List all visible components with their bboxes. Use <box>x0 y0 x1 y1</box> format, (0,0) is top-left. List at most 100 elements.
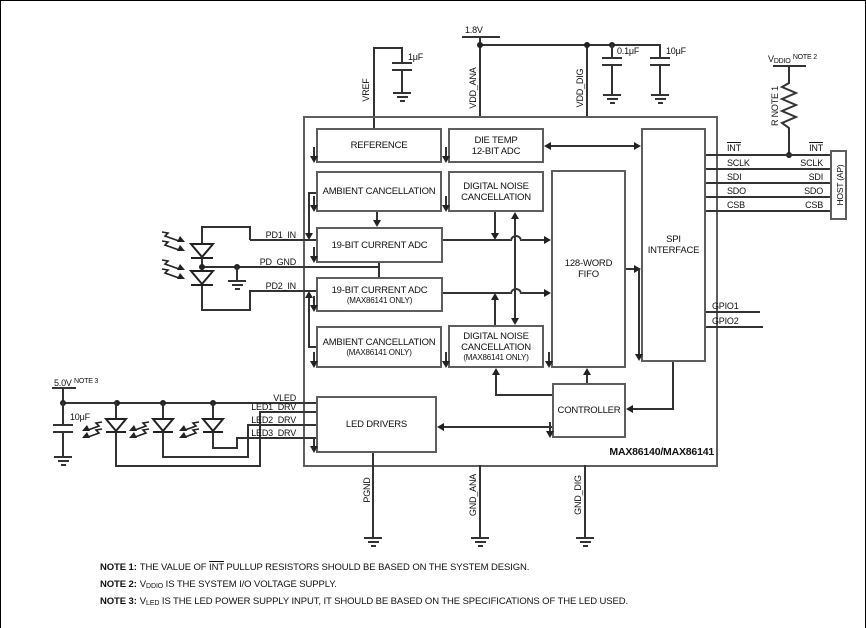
wire <box>586 44 588 116</box>
wire <box>522 292 544 294</box>
pin-label-pgnd: PGND <box>362 477 372 503</box>
note-2: NOTE 2:VDDIO IS THE SYSTEM I/O VOLTAGE S… <box>100 579 337 590</box>
wire <box>443 239 510 241</box>
supply-label-1v8: 1.8V <box>465 25 483 35</box>
cap-value: 0.1μF <box>617 46 640 56</box>
arrowhead <box>546 431 554 438</box>
wire <box>372 453 374 537</box>
light-arrow-icon <box>129 421 150 438</box>
wire <box>201 309 250 311</box>
arrowhead <box>437 423 444 431</box>
capacitor-icon <box>392 69 412 71</box>
arrowhead <box>544 236 551 244</box>
arrowhead <box>491 293 499 300</box>
hop-bridge <box>510 235 522 241</box>
wire <box>494 300 496 325</box>
arrowhead <box>544 142 551 150</box>
capacitor-icon <box>602 64 622 66</box>
wire <box>313 147 315 156</box>
signal-label-int-host: INT <box>809 142 823 153</box>
signal-label-sdo-host: SDO <box>804 186 823 196</box>
signal-label-sdi-host: SDI <box>808 172 824 182</box>
arrowhead <box>492 368 500 375</box>
wire <box>584 465 586 537</box>
wire <box>313 296 315 305</box>
wire <box>259 411 261 467</box>
resistor-label: R NOTE 1 <box>770 86 780 126</box>
wire <box>548 352 550 361</box>
wire <box>313 437 315 446</box>
wire <box>626 268 635 270</box>
wire <box>632 408 674 410</box>
wire <box>378 263 380 277</box>
wire <box>202 266 380 268</box>
wire <box>638 268 640 354</box>
led-icon <box>103 418 129 433</box>
host-label: HOST (AP) <box>835 164 845 206</box>
wire <box>443 426 552 428</box>
signal-label-sclk: SCLK <box>727 158 750 168</box>
light-arrow-icon <box>82 421 103 438</box>
pin-label-vdd-ana: VDD_ANA <box>468 67 478 109</box>
wire <box>250 239 316 241</box>
arrowhead <box>626 405 633 413</box>
wire <box>445 196 447 205</box>
arrowhead <box>635 354 643 361</box>
arrowhead <box>634 142 641 150</box>
wire <box>479 465 481 537</box>
arrowhead <box>305 291 313 298</box>
part-number: MAX86140/MAX86141 <box>609 446 714 458</box>
wire <box>162 433 164 458</box>
wire <box>586 374 588 383</box>
wire <box>373 47 375 128</box>
wire <box>236 437 316 439</box>
wire <box>308 192 316 194</box>
wire <box>212 447 238 449</box>
wire <box>549 422 551 431</box>
wire <box>401 47 403 63</box>
wire <box>706 210 830 212</box>
wire <box>495 394 552 396</box>
arrowhead <box>442 361 450 368</box>
wire <box>52 387 76 389</box>
arrowhead <box>442 156 450 163</box>
wire <box>494 212 496 233</box>
wire <box>659 66 661 94</box>
wire <box>479 44 661 46</box>
wire <box>259 411 316 413</box>
wire <box>308 192 310 233</box>
wire <box>212 402 214 419</box>
wire <box>247 424 249 458</box>
light-arrow-icon <box>161 259 185 279</box>
pin-label-pd-gnd: PD_GND <box>259 257 297 267</box>
host-box <box>830 150 847 220</box>
arrowhead <box>310 305 318 312</box>
arrowhead <box>310 205 318 212</box>
wire <box>201 226 250 228</box>
wire <box>376 212 378 221</box>
pin-label-led1: LED1_DRV <box>251 402 296 412</box>
supply-label-vddio: VDDIO NOTE 2 <box>768 54 817 65</box>
wire <box>788 135 790 155</box>
arrowhead <box>634 265 641 273</box>
wire <box>62 402 64 424</box>
pin-label-gpio1: GPIO1 <box>712 301 739 311</box>
arrowhead <box>310 256 318 263</box>
wire <box>522 239 544 241</box>
arrowhead <box>511 212 519 219</box>
capacitor-icon <box>602 57 622 59</box>
pin-label-gpio2: GPIO2 <box>712 316 739 326</box>
wire <box>788 65 790 78</box>
hop-bridge <box>510 288 522 294</box>
signal-label-csb: CSB <box>727 200 745 210</box>
wire <box>62 433 64 456</box>
wire <box>479 36 481 116</box>
pin-label-vref: VREF <box>361 78 371 102</box>
light-arrow-icon <box>161 231 185 251</box>
junction-dot <box>477 42 483 48</box>
